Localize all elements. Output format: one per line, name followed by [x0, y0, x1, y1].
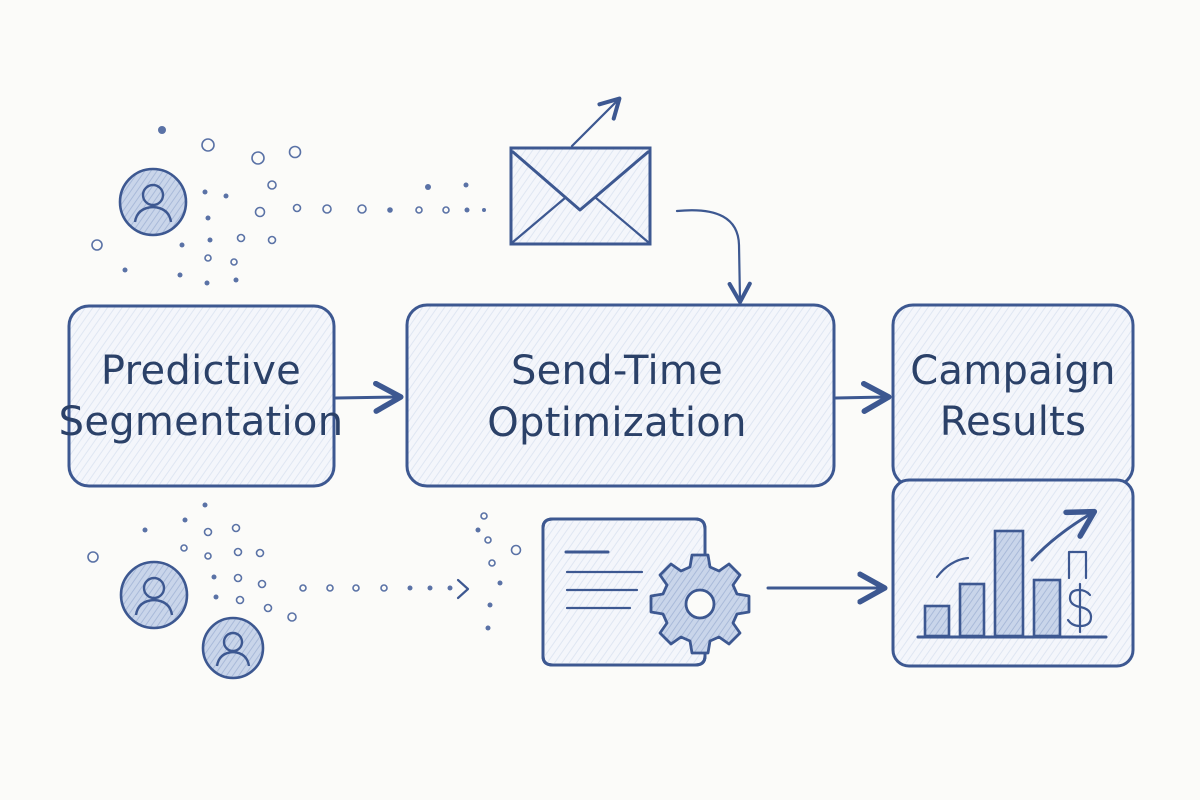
envelope-icon	[509, 96, 652, 246]
document-gear-icon	[541, 517, 751, 667]
user-avatar-icon	[119, 560, 189, 630]
node-label-line1: Campaign	[910, 348, 1116, 394]
dollar-icon	[1066, 582, 1093, 634]
particle-trail-bottom	[87, 502, 522, 631]
user-avatar-icon	[201, 616, 265, 680]
node-label-line2: Results	[940, 399, 1087, 445]
gear-icon	[649, 553, 751, 655]
arrow-segmentation-to-optimization	[334, 380, 404, 414]
connector-email-to-optimization	[675, 209, 752, 305]
node-campaign-results: Campaign Results	[891, 303, 1135, 488]
node-label-line2: Optimization	[487, 400, 746, 446]
particle-trail-top	[91, 126, 486, 286]
node-send-time-optimization: Send-Time Optimization	[405, 303, 836, 488]
node-label-line1: Send-Time	[511, 348, 723, 394]
bar-chart-growth-icon	[891, 478, 1135, 668]
node-label-line2: Segmentation	[59, 399, 344, 445]
arrow-optimization-to-results	[834, 380, 892, 414]
node-label-line1: Predictive	[101, 348, 301, 394]
node-predictive-segmentation: Predictive Segmentation	[59, 304, 344, 488]
user-avatar-icon	[118, 167, 188, 237]
